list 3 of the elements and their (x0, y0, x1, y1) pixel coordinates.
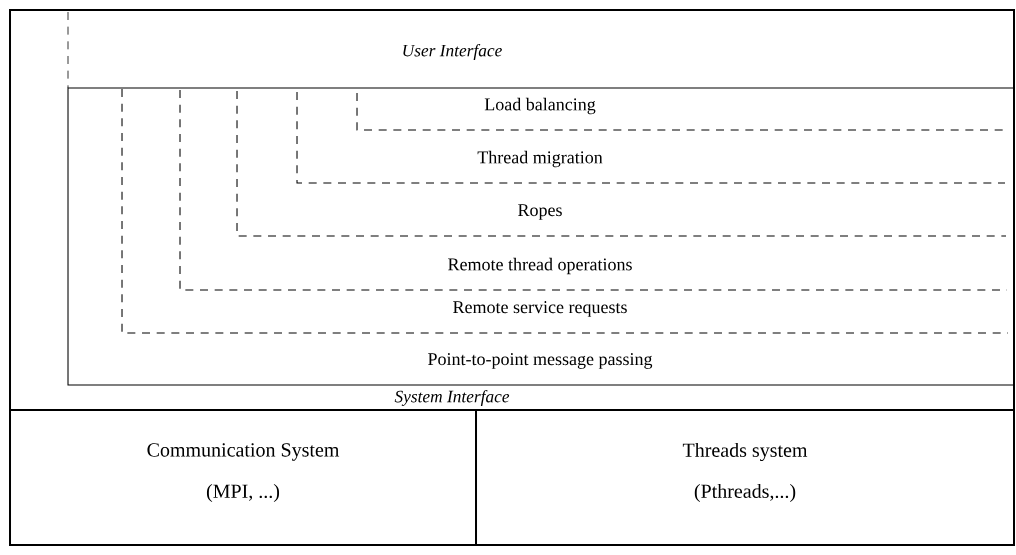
system-box: Communication System (MPI, ...) (9, 409, 477, 546)
system-box: Threads system (Pthreads,...) (475, 409, 1015, 546)
layer-box: Load balancing (356, 92, 1005, 131)
